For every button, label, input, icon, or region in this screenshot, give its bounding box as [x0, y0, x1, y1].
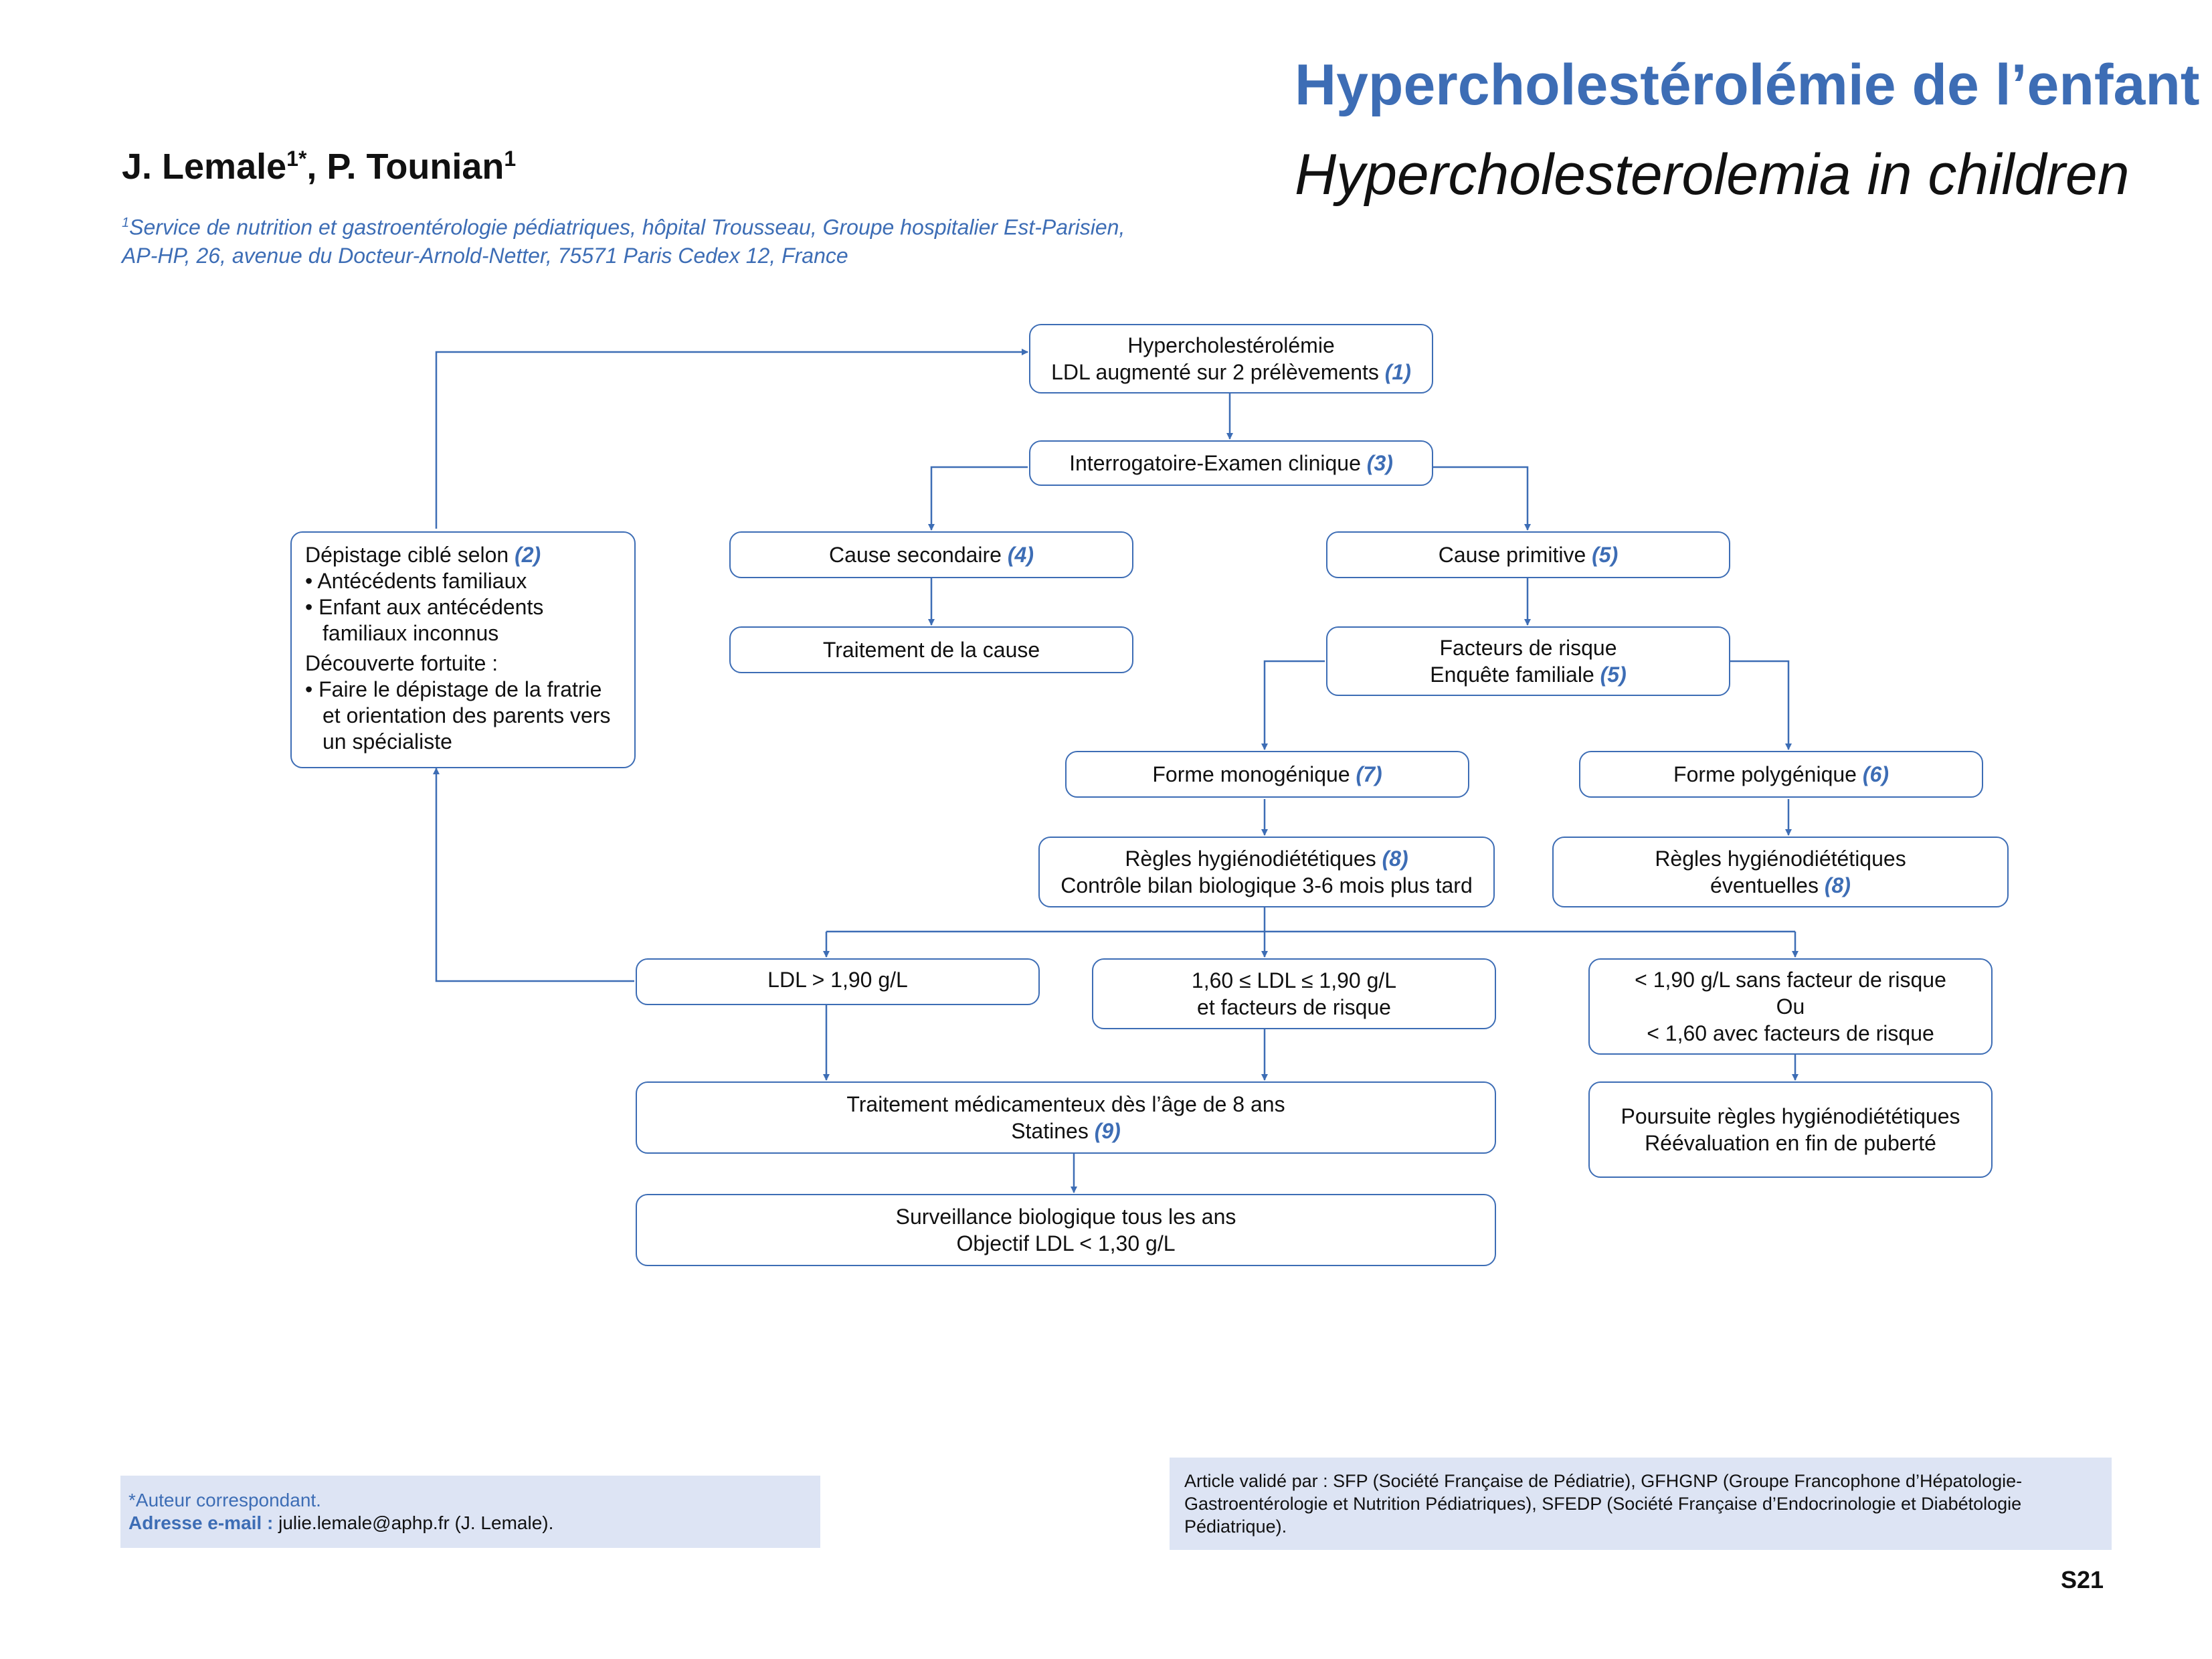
- box-ldl-mid: 1,60 ≤ LDL ≤ 1,90 g/L et facteurs de ris…: [1092, 958, 1496, 1029]
- box-cause-secondaire-text: Cause secondaire: [829, 543, 1002, 567]
- corresponding-author-label: *Auteur correspondant.: [128, 1490, 321, 1510]
- box-surveillance-line2: Objectif LDL < 1,30 g/L: [956, 1231, 1176, 1255]
- box-monogenique-text: Forme monogénique: [1152, 762, 1350, 786]
- author-2-affiliation-mark: 1: [504, 147, 517, 171]
- box-poursuite-line1: Poursuite règles hygiénodiététiques: [1621, 1104, 1960, 1128]
- box-regles-mono-line2: Contrôle bilan biologique 3-6 mois plus …: [1061, 873, 1473, 897]
- page-subtitle-english: Hypercholesterolemia in children: [1295, 143, 2130, 207]
- page-title: Hypercholestérolémie de l’enfant: [1295, 53, 2200, 117]
- box-regles-poly-line1: Règles hygiénodiététiques: [1655, 847, 1906, 871]
- box-traitement-med-line2: Statines: [1011, 1119, 1089, 1143]
- depistage-bullet-1: • Antécédents familiaux: [305, 569, 527, 593]
- box-poursuite: Poursuite règles hygiénodiététiques Réév…: [1588, 1081, 1993, 1178]
- ref-9: (9): [1094, 1119, 1121, 1143]
- box-depistage-title: Dépistage ciblé selon: [305, 543, 509, 567]
- box-forme-polygenique: Forme polygénique (6): [1579, 751, 1983, 798]
- ref-8: (8): [1382, 847, 1408, 871]
- box-regles-monogenique: Règles hygiénodiététiques (8) Contrôle b…: [1038, 837, 1495, 907]
- box-hypercholesterolemie-line1: Hypercholestérolémie: [1127, 333, 1335, 357]
- depistage-bullet-3: • Faire le dépistage de la fratrie et or…: [305, 677, 611, 754]
- arrow-interrog-to-cause-primitive: [1432, 466, 1531, 531]
- box-ldl-mid-line1: 1,60 ≤ LDL ≤ 1,90 g/L: [1191, 968, 1397, 992]
- corresponding-author-box: *Auteur correspondant. Adresse e-mail : …: [120, 1476, 820, 1548]
- box-ldl-mid-line2: et facteurs de risque: [1197, 995, 1391, 1019]
- box-forme-monogenique: Forme monogénique (7): [1065, 751, 1469, 798]
- author-1: J. Lemale: [122, 147, 287, 187]
- box-polygenique-text: Forme polygénique: [1673, 762, 1857, 786]
- ref-7: (7): [1356, 762, 1382, 786]
- ref-4: (4): [1007, 543, 1034, 567]
- ref-5b: (5): [1600, 663, 1627, 687]
- box-facteurs-risque: Facteurs de risque Enquête familiale (5): [1326, 626, 1730, 696]
- ref-1: (1): [1384, 360, 1411, 384]
- box-facteurs-line1: Facteurs de risque: [1439, 636, 1617, 660]
- validation-text: Article validé par : SFP (Société França…: [1184, 1471, 2023, 1537]
- box-traitement-medicamenteux: Traitement médicamenteux dès l’âge de 8 …: [636, 1081, 1496, 1154]
- affiliation-mark: 1: [122, 215, 130, 230]
- box-cause-primitive-text: Cause primitive: [1438, 543, 1586, 567]
- email-label: Adresse e-mail :: [128, 1512, 274, 1533]
- arrow-facteurs-to-monogenique: [1261, 660, 1325, 750]
- box-hypercholesterolemie: Hypercholestérolémie LDL augmenté sur 2 …: [1029, 324, 1433, 394]
- ref-3: (3): [1366, 451, 1393, 475]
- box-traitement-cause: Traitement de la cause: [729, 626, 1133, 673]
- box-interrogatoire-text: Interrogatoire-Examen clinique: [1069, 451, 1361, 475]
- ref-8b: (8): [1824, 873, 1851, 897]
- box-surveillance: Surveillance biologique tous les ans Obj…: [636, 1194, 1496, 1266]
- arrow-depistage-to-hyperchol: [435, 349, 1028, 529]
- arrow-interrog-to-cause-secondaire: [928, 466, 1028, 531]
- box-surveillance-line1: Surveillance biologique tous les ans: [895, 1205, 1236, 1229]
- author-1-affiliation-mark: 1*: [286, 147, 307, 171]
- box-traitement-med-line1: Traitement médicamenteux dès l’âge de 8 …: [846, 1092, 1285, 1116]
- arrow-facteurs-to-polygenique: [1729, 660, 1792, 750]
- page-number: S21: [2061, 1566, 2104, 1593]
- box-hypercholesterolemie-line2: LDL augmenté sur 2 prélèvements: [1051, 360, 1379, 384]
- validation-box: Article validé par : SFP (Société França…: [1170, 1458, 2112, 1550]
- box-ldl-low: < 1,90 g/L sans facteur de risque Ou < 1…: [1588, 958, 1993, 1055]
- box-depistage: Dépistage ciblé selon (2) • Antécédents …: [290, 531, 636, 768]
- ref-6: (6): [1862, 762, 1889, 786]
- box-cause-secondaire: Cause secondaire (4): [729, 531, 1133, 578]
- affiliation: 1Service de nutrition et gastroentérolog…: [122, 209, 1125, 270]
- ref-2: (2): [515, 543, 541, 567]
- author-2: , P. Tounian: [306, 147, 504, 187]
- box-ldl-low-line2: Ou: [1776, 994, 1805, 1019]
- ref-5: (5): [1592, 543, 1619, 567]
- box-cause-primitive: Cause primitive (5): [1326, 531, 1730, 578]
- box-regles-poly-line2: éventuelles: [1710, 873, 1819, 897]
- box-ldl-high-text: LDL > 1,90 g/L: [767, 968, 908, 992]
- box-regles-mono-line1: Règles hygiénodiététiques: [1125, 847, 1376, 871]
- box-facteurs-line2: Enquête familiale: [1430, 663, 1594, 687]
- arrow-ldl-high-to-depistage: [433, 768, 634, 982]
- depistage-bullet-2: • Enfant aux antécédents familiaux incon…: [305, 595, 544, 645]
- depistage-subtitle: Découverte fortuite :: [305, 651, 498, 675]
- box-traitement-cause-text: Traitement de la cause: [822, 638, 1040, 662]
- authors: J. Lemale1*, P. Tounian1: [122, 146, 516, 187]
- affiliation-line-1: Service de nutrition et gastroentérologi…: [129, 215, 1125, 240]
- affiliation-line-2: AP-HP, 26, avenue du Docteur-Arnold-Nett…: [122, 243, 848, 268]
- box-ldl-high: LDL > 1,90 g/L: [636, 958, 1040, 1005]
- box-regles-polygenique: Règles hygiénodiététiques éventuelles (8…: [1552, 837, 2009, 907]
- box-poursuite-line2: Réévaluation en fin de puberté: [1645, 1131, 1936, 1155]
- box-ldl-low-line3: < 1,60 avec facteurs de risque: [1647, 1021, 1934, 1045]
- email-value: julie.lemale@aphp.fr (J. Lemale).: [273, 1512, 554, 1533]
- box-ldl-low-line1: < 1,90 g/L sans facteur de risque: [1635, 968, 1946, 992]
- box-interrogatoire: Interrogatoire-Examen clinique (3): [1029, 440, 1433, 486]
